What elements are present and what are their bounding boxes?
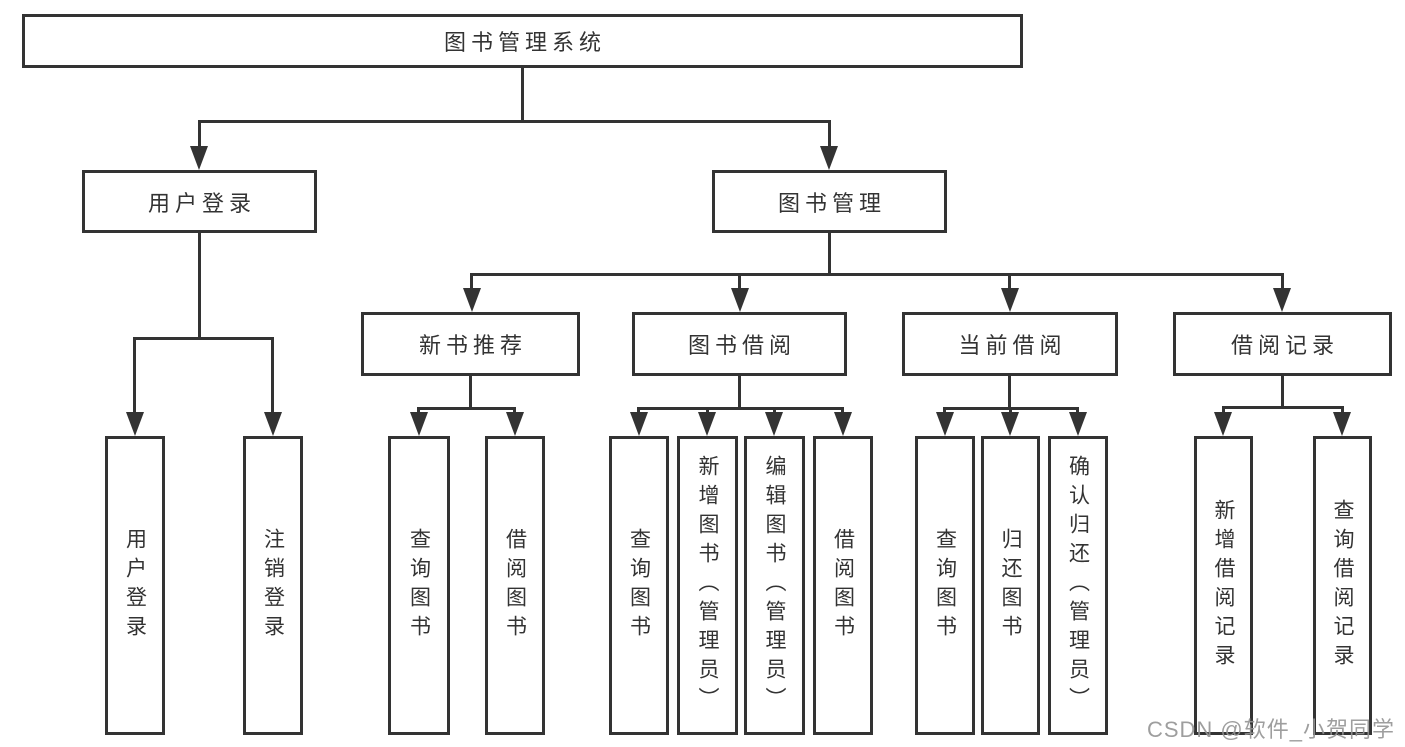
leaf-bb-search-books: 查询图书 — [609, 436, 669, 735]
watermark: CSDN @软件_小贺同学 — [1146, 717, 1395, 742]
arrowhead-leaf-user-login — [126, 412, 144, 436]
arrowhead-bb-leaf2 — [698, 412, 716, 436]
leaf-cb-return-books-label: 归还图书 — [999, 527, 1022, 644]
leaf-nb-borrow-books: 借阅图书 — [485, 436, 545, 735]
connector-new-books-down — [469, 376, 472, 410]
leaf-cb-return-books: 归还图书 — [981, 436, 1040, 735]
arrowhead-bb-leaf3 — [765, 412, 783, 436]
leaf-nb-search-books-label: 查询图书 — [407, 527, 431, 644]
connector-book-management-stem — [828, 120, 831, 148]
connector-br-leaf1-stem — [1222, 406, 1225, 415]
node-current-borrowing: 当前借阅 — [902, 312, 1118, 376]
leaf-bb-search-books-label: 查询图书 — [627, 527, 651, 644]
arrowhead-br-leaf2 — [1333, 412, 1351, 436]
leaf-bb-edit-books-admin-label: 编辑图书（管理员） — [763, 455, 786, 716]
leaf-nb-search-books: 查询图书 — [388, 436, 450, 735]
leaf-br-add-borrow-record: 新增借阅记录 — [1194, 436, 1253, 735]
leaf-cb-confirm-return-admin-label: 确认归还（管理员） — [1066, 455, 1090, 716]
connector-user-login-down — [198, 233, 201, 340]
connector-cb-leaf3-stem — [1076, 407, 1079, 415]
connector-current-borrow-down — [1008, 376, 1011, 410]
arrowhead-bb-leaf4 — [834, 412, 852, 436]
arrowhead-bb-leaf1 — [630, 412, 648, 436]
leaf-logout: 注销登录 — [243, 436, 303, 735]
node-user-login: 用户登录 — [82, 170, 317, 233]
connector-book-borrow-down — [738, 376, 741, 410]
connector-bb-leaf2-stem — [706, 407, 709, 415]
leaf-logout-label: 注销登录 — [261, 527, 285, 644]
connector-bb-leaf4-stem — [841, 407, 844, 415]
arrowhead-cb-leaf1 — [936, 412, 954, 436]
node-new-book-recommendation: 新书推荐 — [361, 312, 580, 376]
connector-user-login-stem — [198, 120, 201, 148]
node-book-management: 图书管理 — [712, 170, 947, 233]
arrowhead-nb-leaf1 — [410, 412, 428, 436]
connector-cb-leaf1-stem — [943, 407, 946, 415]
connector-level3-horizontal — [470, 273, 1283, 276]
arrowhead-cb-leaf2 — [1001, 412, 1019, 436]
connector-cb-leaf2-stem — [1009, 407, 1012, 415]
arrowhead-current-borrow — [1001, 288, 1019, 312]
connector-bb-leaf3-stem — [773, 407, 776, 415]
arrowhead-user-login — [190, 146, 208, 170]
node-book-borrowing: 图书借阅 — [632, 312, 847, 376]
leaf-bb-borrow-books: 借阅图书 — [813, 436, 873, 735]
leaf-user-login-label: 用户登录 — [123, 527, 147, 644]
leaf-user-login: 用户登录 — [105, 436, 165, 735]
connector-book-borrow-horizontal — [637, 407, 844, 410]
arrowhead-cb-leaf3 — [1069, 412, 1087, 436]
connector-root-stem — [521, 68, 524, 122]
leaf-bb-add-books-admin-label: 新增图书（管理员） — [696, 455, 719, 716]
arrowhead-book-management — [820, 146, 838, 170]
arrowhead-br-leaf1 — [1214, 412, 1232, 436]
arrowhead-leaf-logout — [264, 412, 282, 436]
connector-borrow-records-down — [1281, 376, 1284, 409]
connector-leaf-logout-stem — [271, 337, 274, 414]
connector-borrow-records-horizontal — [1222, 406, 1344, 409]
leaf-bb-edit-books-admin: 编辑图书（管理员） — [744, 436, 805, 735]
leaf-br-search-borrow-record: 查询借阅记录 — [1313, 436, 1372, 735]
connector-borrow-records-stem — [1281, 273, 1284, 290]
connector-new-books-stem — [470, 273, 473, 290]
connector-nb-leaf1-stem — [417, 407, 420, 415]
connector-root-horizontal — [198, 120, 831, 123]
connector-new-books-horizontal — [417, 407, 516, 410]
arrowhead-book-borrow — [731, 288, 749, 312]
leaf-cb-search-books-label: 查询图书 — [933, 527, 957, 644]
connector-user-login-horizontal — [133, 337, 274, 340]
leaf-nb-borrow-books-label: 借阅图书 — [503, 527, 527, 644]
arrowhead-nb-leaf2 — [506, 412, 524, 436]
connector-bb-leaf1-stem — [637, 407, 640, 415]
connector-book-borrow-stem — [738, 273, 741, 290]
leaf-cb-confirm-return-admin: 确认归还（管理员） — [1048, 436, 1108, 735]
node-borrowing-records: 借阅记录 — [1173, 312, 1392, 376]
leaf-bb-add-books-admin: 新增图书（管理员） — [677, 436, 738, 735]
connector-leaf-user-login-stem — [133, 337, 136, 414]
connector-book-management-down — [828, 233, 831, 276]
node-library-management-system: 图书管理系统 — [22, 14, 1023, 68]
connector-br-leaf2-stem — [1341, 406, 1344, 415]
connector-nb-leaf2-stem — [513, 407, 516, 415]
arrowhead-borrow-records — [1273, 288, 1291, 312]
arrowhead-new-books — [463, 288, 481, 312]
connector-current-borrow-stem — [1008, 273, 1011, 290]
leaf-br-search-borrow-record-label: 查询借阅记录 — [1331, 498, 1354, 673]
leaf-bb-borrow-books-label: 借阅图书 — [831, 527, 855, 644]
leaf-br-add-borrow-record-label: 新增借阅记录 — [1212, 498, 1235, 673]
leaf-cb-search-books: 查询图书 — [915, 436, 975, 735]
